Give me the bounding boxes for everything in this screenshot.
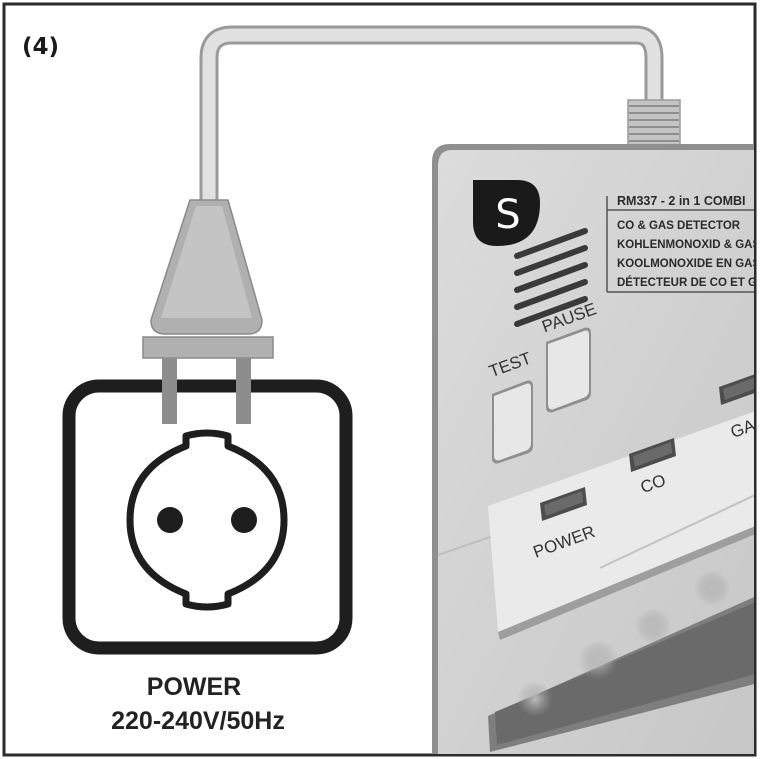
brand-logo: S xyxy=(473,180,540,246)
device-description-3: KOOLMONOXIDE EN GAS xyxy=(617,258,760,270)
plug-pin-right xyxy=(236,358,251,424)
led-power-indicator xyxy=(540,487,587,521)
power-cord xyxy=(202,28,661,200)
cord-strain-relief xyxy=(627,99,681,147)
pause-button[interactable] xyxy=(546,327,591,413)
device-description-4: DÉTECTEUR DE CO ET GA xyxy=(617,276,762,289)
led-gas-indicator xyxy=(719,374,754,405)
device-description-2: KOHLENMONOXID & GAS xyxy=(617,239,760,251)
step-number: (4) xyxy=(22,34,59,60)
plug-pin-left xyxy=(162,358,177,424)
wall-socket xyxy=(62,379,353,655)
logo-letter: S xyxy=(495,192,520,238)
power-rating: 220-240V/50Hz xyxy=(111,707,285,735)
led-co-indicator xyxy=(629,438,676,472)
speaker-grille xyxy=(514,228,588,327)
power-label: POWER xyxy=(147,673,241,701)
device-description-1: CO & GAS DETECTOR xyxy=(617,220,741,232)
detector-device xyxy=(432,144,754,754)
socket-hole-right xyxy=(231,507,257,533)
power-plug[interactable] xyxy=(142,199,274,424)
device-model: RM337 - 2 in 1 COMBI xyxy=(617,194,746,208)
socket-hole-left xyxy=(157,507,183,533)
test-button[interactable] xyxy=(492,380,533,464)
led-panel xyxy=(488,411,754,632)
socket-outlet xyxy=(126,429,288,611)
